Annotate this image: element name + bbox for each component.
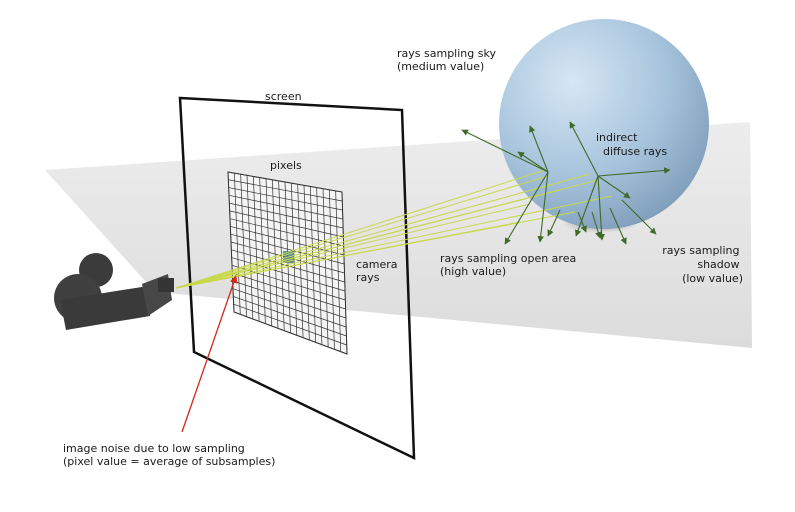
noise-label-line1: image noise due to low sampling [63,442,245,455]
rays-sky-label: rays sampling sky (medium value) [397,47,499,73]
open-area-label: rays sampling open area (high value) [440,252,580,278]
diffuse-ray [597,167,671,177]
diffuse-ray [537,171,549,243]
indirect-diffuse-label-line1: indirect [596,131,638,144]
rays-sky-label-line1: rays sampling sky [397,47,496,60]
shadow-label-line2: shadow [697,258,739,271]
diffuse-rays [461,121,671,245]
pixels-label: pixels [270,159,302,172]
diffuse-ray [591,211,602,239]
noise-pointer-line [181,275,238,433]
diffuse-ray [574,175,599,237]
diffuse-ray [529,125,549,173]
camera-ray [175,169,546,289]
diffuse-ray [461,129,549,173]
open-area-label-line1: rays sampling open area [440,252,576,265]
camera-ray [175,203,531,289]
diffuse-ray [597,175,631,199]
diffuse-ray [577,211,587,233]
pixel-grid-line [233,296,347,337]
camera-icon [54,253,174,330]
diffuse-ray [517,151,549,173]
shadow-label-line3: (low value) [682,272,743,285]
sphere [499,19,709,229]
noise-label-line2: (pixel value = average of subsamples) [63,455,275,468]
camera-rays-label-line2: rays [356,271,380,284]
diffuse-ray [597,175,605,241]
camera-ray [175,173,591,289]
rays-sky-label-line2: (medium value) [397,60,484,73]
camera-rays-label: camera rays [356,258,401,284]
camera-ray [175,175,549,289]
pixel-grid-line [328,189,335,350]
pixel-grid-line [341,191,348,355]
pixel-grid-line [335,190,342,352]
camera-ray [175,189,561,289]
indirect-diffuse-label: indirect diffuse rays [596,131,667,158]
indirect-diffuse-label-line2: diffuse rays [603,145,667,158]
pixel-grid-line [232,288,347,328]
diffuse-ray [547,209,561,237]
diffuse-ray [621,199,657,235]
shadow-label-line1: rays sampling [662,244,739,257]
camera-rays-label-line1: camera [356,258,398,271]
camera-ray [175,195,613,289]
diffuse-ray [609,207,627,245]
diffuse-ray [504,171,549,245]
screen-frame [178,96,416,461]
pixel-grid-line [233,311,348,355]
camera-rays [175,169,613,289]
diffuse-ray [569,121,599,177]
pixel-grid-line [233,303,347,346]
open-area-label-line2: (high value) [440,265,506,278]
screen-label: screen [265,90,302,103]
noise-label: image noise due to low sampling (pixel v… [63,442,275,468]
shadow-label: rays sampling shadow (low value) [662,244,743,285]
